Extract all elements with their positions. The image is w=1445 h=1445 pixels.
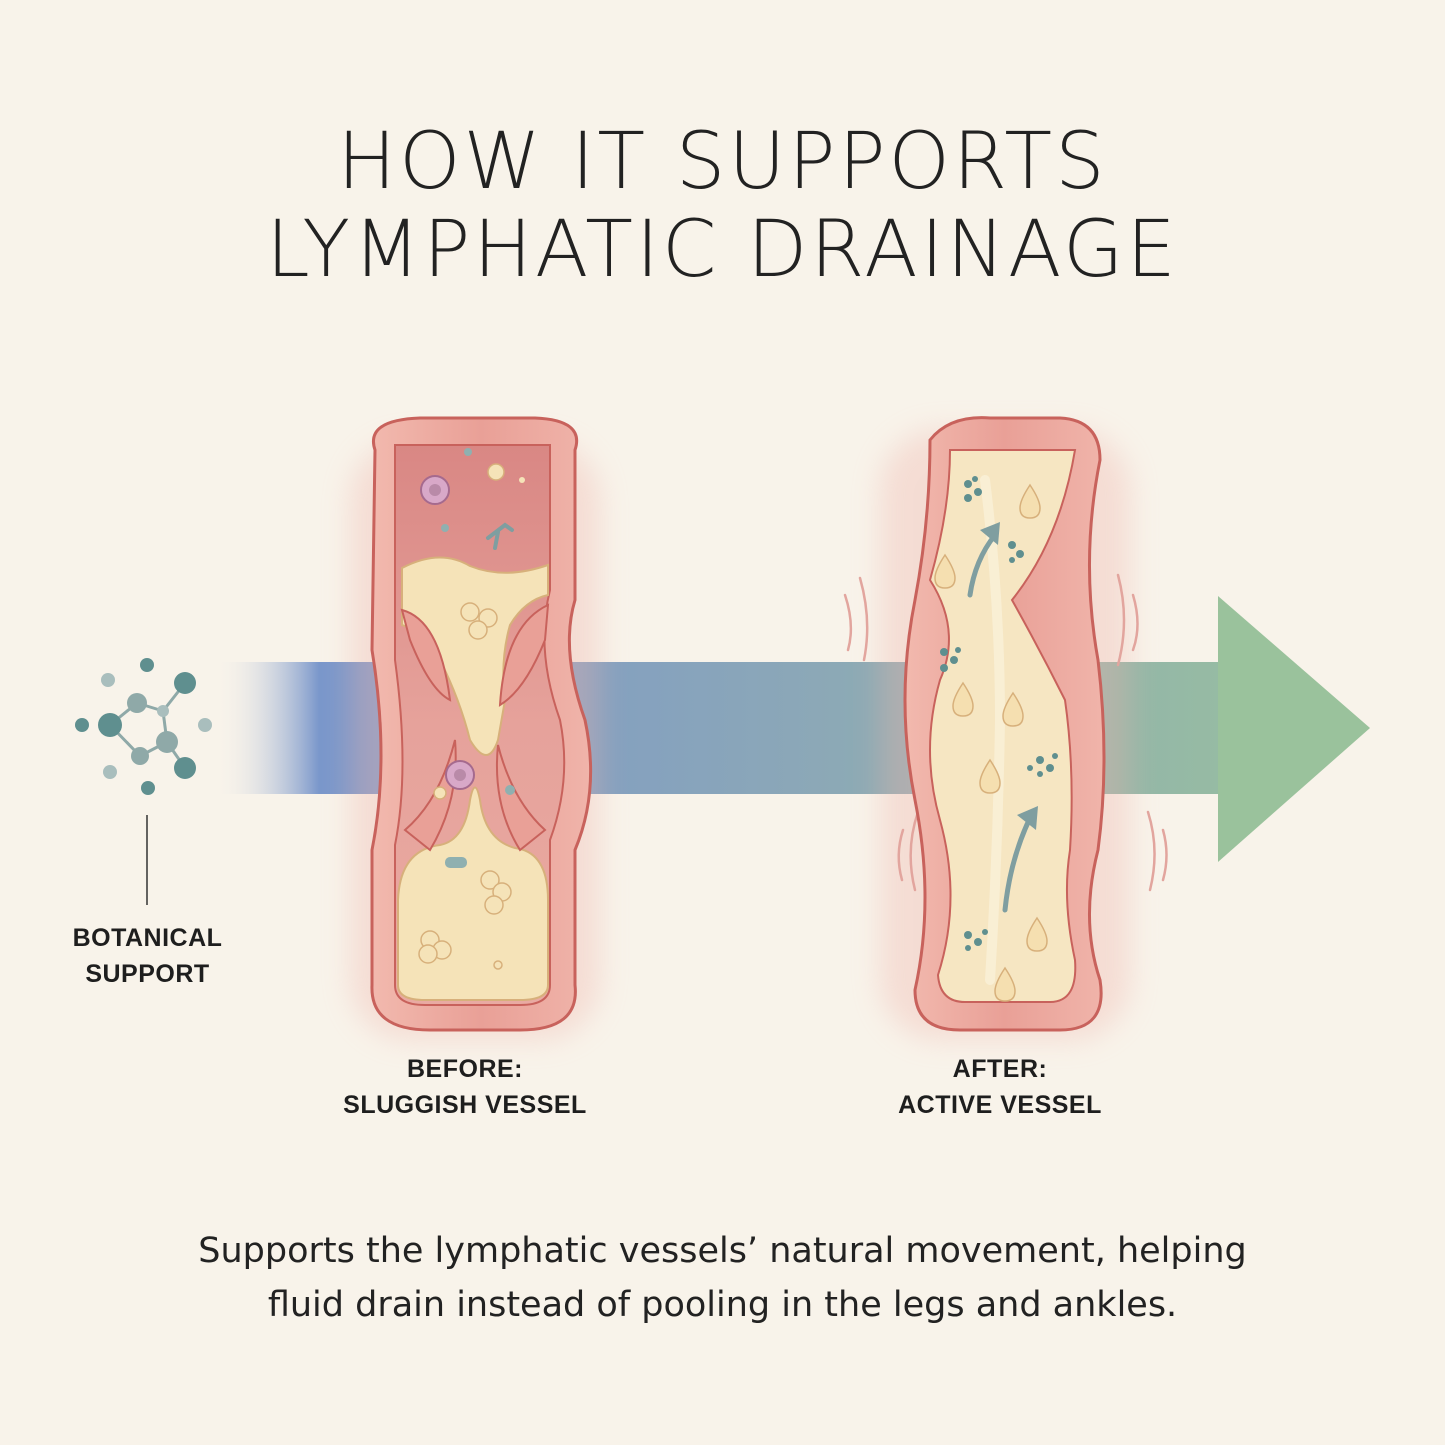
after-label-line-2: ACTIVE VESSEL bbox=[898, 1091, 1102, 1119]
botanical-label-line-1: BOTANICAL bbox=[72, 924, 223, 952]
before-vessel bbox=[350, 416, 600, 1040]
caption-line-2: fluid drain instead of pooling in the le… bbox=[267, 1285, 1178, 1325]
botanical-label-line-2: SUPPORT bbox=[85, 960, 210, 988]
caption-line-1: Supports the lymphatic vessels’ natural … bbox=[198, 1231, 1247, 1271]
title-line-1: HOW IT SUPPORTS bbox=[337, 117, 1108, 207]
caption: Supports the lymphatic vessels’ natural … bbox=[0, 1224, 1445, 1332]
botanical-support-label: BOTANICAL SUPPORT bbox=[40, 920, 255, 992]
after-vessel bbox=[843, 416, 1168, 1040]
before-label: BEFORE: SLUGGISH VESSEL bbox=[290, 1051, 640, 1123]
title-line-2: LYMPHATIC DRAINAGE bbox=[266, 205, 1179, 295]
molecule-cluster-icon bbox=[75, 658, 212, 795]
flow-up-arrow-icon bbox=[967, 532, 998, 598]
before-label-line-2: SLUGGISH VESSEL bbox=[343, 1091, 587, 1119]
page-title: HOW IT SUPPORTS LYMPHATIC DRAINAGE bbox=[0, 118, 1445, 294]
before-label-line-1: BEFORE: bbox=[407, 1055, 523, 1083]
after-label-line-1: AFTER: bbox=[952, 1055, 1048, 1083]
after-label: AFTER: ACTIVE VESSEL bbox=[840, 1051, 1160, 1123]
